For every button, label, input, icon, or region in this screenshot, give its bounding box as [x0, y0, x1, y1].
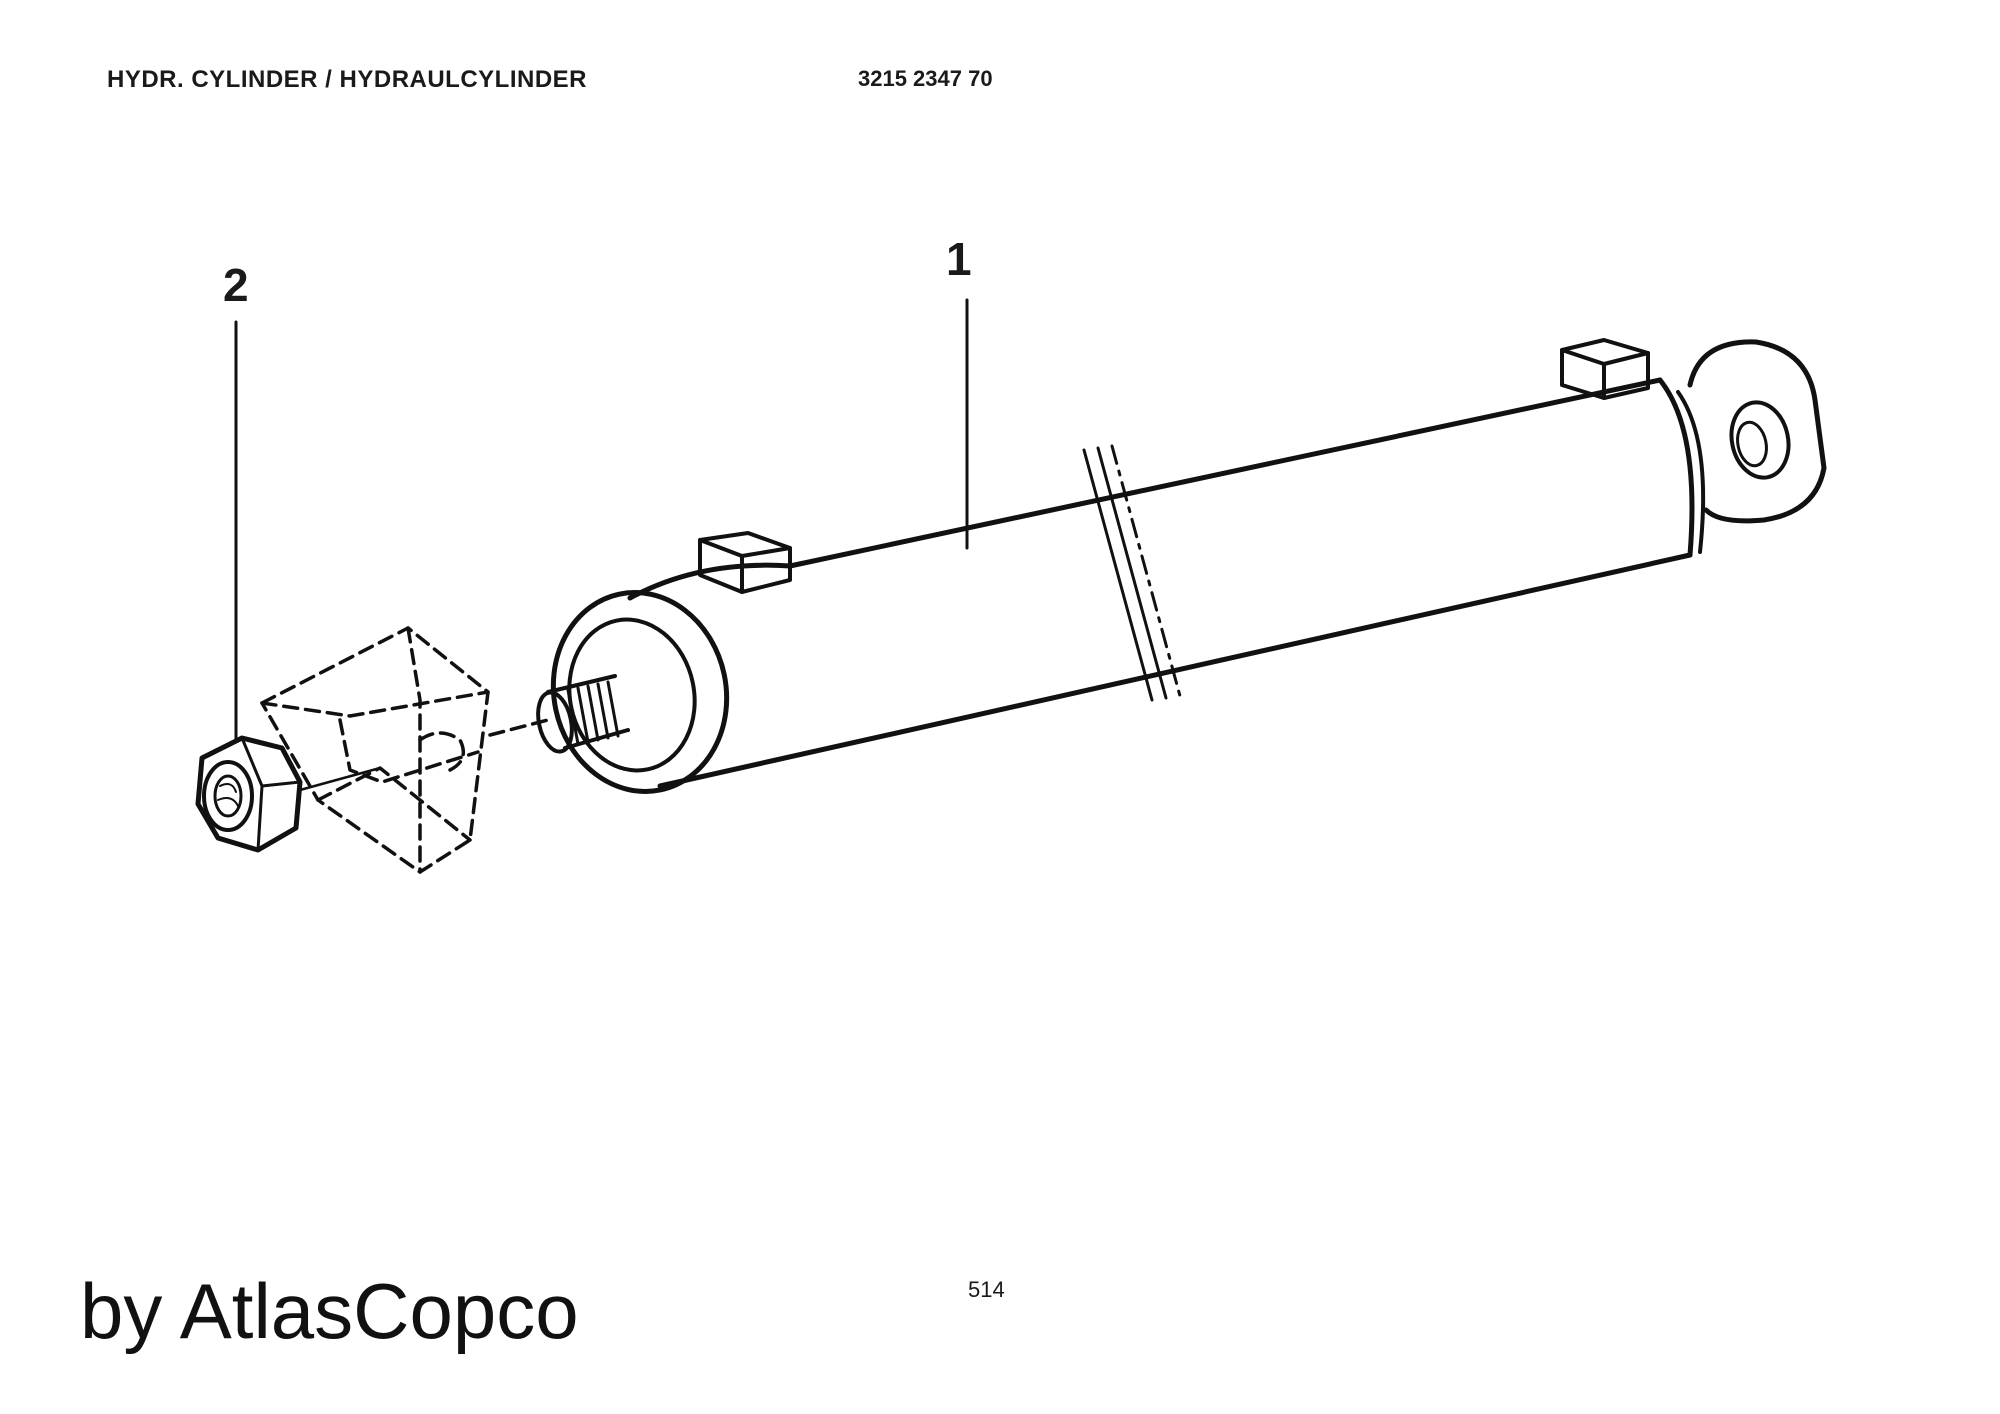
- callout-1: 1: [946, 233, 972, 285]
- part-number: 3215 2347 70: [858, 66, 993, 91]
- page-number: 514: [968, 1277, 1005, 1302]
- phantom-outline: [260, 626, 550, 874]
- nut: [195, 320, 382, 853]
- callout-2: 2: [223, 259, 249, 311]
- page-title: HYDR. CYLINDER / HYDRAULCYLINDER: [107, 66, 588, 93]
- hydraulic-cylinder: [536, 298, 1827, 794]
- watermark: by AtlasCopco: [80, 1267, 579, 1355]
